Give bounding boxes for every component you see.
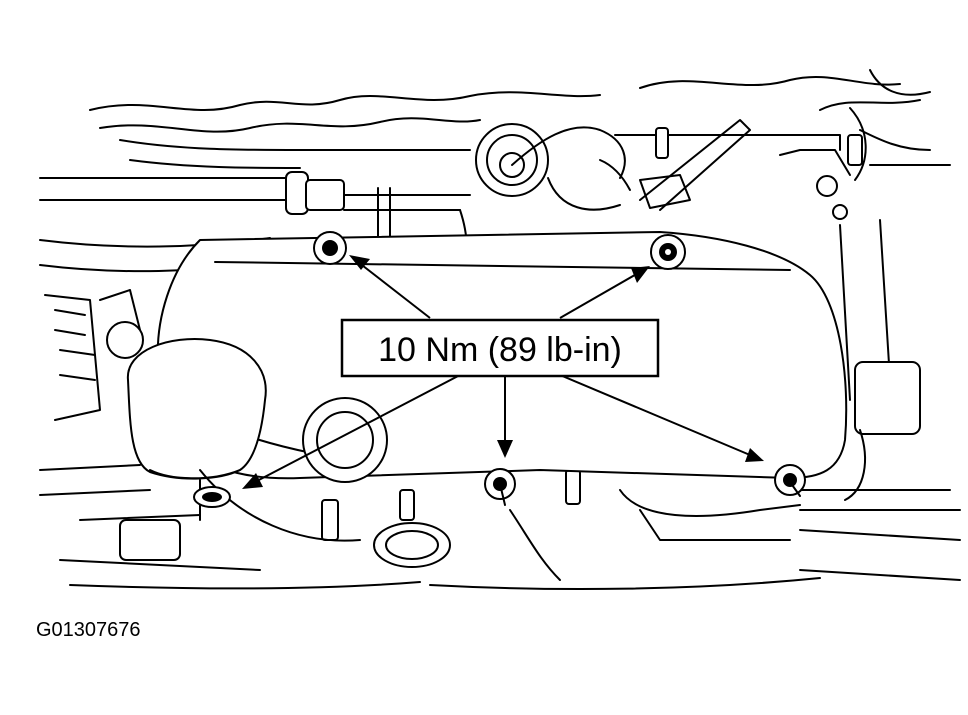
- torque-callout-label: 10 Nm (89 lb-in): [378, 331, 622, 369]
- callout-arrows: [242, 255, 764, 489]
- torque-callout-box: [340, 318, 660, 378]
- arrow-to-bottom-left-bolt: [254, 374, 461, 483]
- cover-bolt-top-left: [313, 231, 347, 265]
- cover-bolt-bottom-center: [484, 468, 516, 506]
- arrow-to-bottom-right-bolt: [559, 374, 751, 456]
- cover-bolt-top-right: [650, 234, 686, 270]
- figure-id: G01307676: [36, 619, 141, 641]
- valve-cover: [126, 231, 848, 542]
- torque-callout: 10 Nm (89 lb-in): [340, 318, 660, 378]
- cover-bolt-bottom-right: [774, 464, 806, 497]
- cover-bolt-bottom-left: [193, 486, 231, 508]
- arrow-to-top-right-bolt: [559, 271, 641, 319]
- arrow-to-top-left-bolt: [357, 261, 431, 319]
